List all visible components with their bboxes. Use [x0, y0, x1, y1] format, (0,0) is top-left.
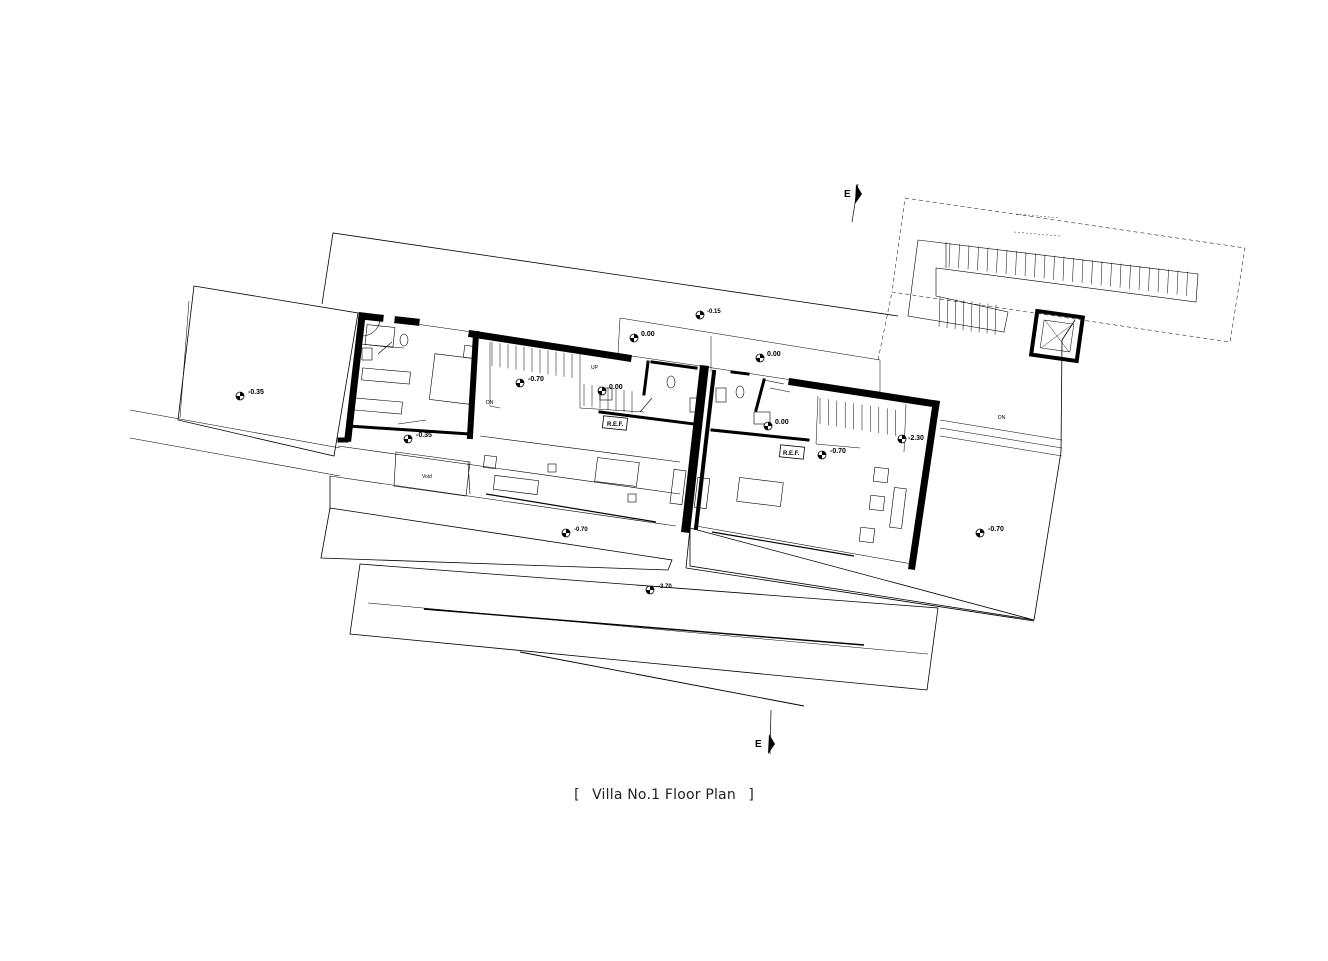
level-marker-entry-right: 0.00	[755, 351, 781, 363]
svg-text:0.00: 0.00	[609, 384, 623, 391]
svg-text:E: E	[755, 739, 762, 750]
ref-tag-right: R.E.F.	[778, 444, 806, 460]
villa-outline	[329, 319, 913, 565]
level-marker-lower-garden: -3.70	[645, 584, 672, 595]
svg-text:-0.70: -0.70	[574, 527, 588, 533]
site-stair-treads	[938, 242, 1188, 335]
level-marker-east-terrace: -0.70	[975, 526, 1004, 538]
level-marker-living-right: -0.70	[817, 448, 846, 460]
svg-text:R.E.F.: R.E.F.	[607, 422, 624, 428]
caption-open-bracket: [	[574, 787, 580, 803]
section-mark-top: E	[844, 183, 862, 223]
svg-text:-3.70: -3.70	[658, 584, 672, 590]
ramp-dn-label: DN	[998, 415, 1006, 421]
svg-text:0.00: 0.00	[767, 351, 781, 358]
svg-text:-0.35: -0.35	[248, 389, 264, 396]
section-mark-bottom: E	[755, 709, 775, 755]
drawing-caption: [ Villa No.1 Floor Plan ]	[0, 787, 1328, 803]
svg-text:0.00: 0.00	[641, 331, 655, 338]
level-marker-north-path: -0.15	[695, 309, 721, 320]
svg-text:-0.35: -0.35	[416, 432, 432, 439]
caption-close-bracket: ]	[748, 787, 754, 803]
svg-text:-2.30: -2.30	[908, 435, 924, 442]
level-marker-west-terrace: -0.35	[235, 389, 264, 401]
stair-dn-label: DN	[486, 400, 494, 406]
svg-text:R.E.F.: R.E.F.	[783, 451, 800, 457]
villa-walls	[337, 312, 940, 570]
ref-tag-left: R.E.F.	[601, 415, 629, 431]
level-marker-bath-right: 0.00	[763, 419, 789, 431]
site-outlines	[129, 232, 1076, 707]
site-stair	[877, 197, 1246, 364]
svg-text:E: E	[844, 189, 851, 200]
level-marker-front-terrace: -0.70	[561, 527, 588, 538]
stair-up-label: UP	[591, 365, 599, 371]
level-marker-kitchen: 0.00	[597, 384, 623, 396]
level-marker-living-left: -0.70	[515, 376, 544, 388]
caption-title: Villa No.1 Floor Plan	[592, 787, 736, 803]
svg-text:-0.70: -0.70	[528, 376, 544, 383]
interior-stairs	[489, 342, 907, 453]
svg-text:0.00: 0.00	[775, 419, 789, 426]
level-marker-entry: 0.00	[629, 331, 655, 343]
level-marker-stair-top: -2.30	[897, 434, 924, 444]
level-markers: -0.35 -0.15 0.00 0.00 0.00 0.00 -0.35 -	[235, 309, 1004, 595]
svg-text:-0.70: -0.70	[988, 526, 1004, 533]
svg-text:-0.70: -0.70	[830, 448, 846, 455]
void-label: Void	[422, 474, 432, 480]
svg-text:-0.15: -0.15	[707, 309, 721, 315]
level-marker-bedroom: -0.35	[403, 432, 432, 444]
